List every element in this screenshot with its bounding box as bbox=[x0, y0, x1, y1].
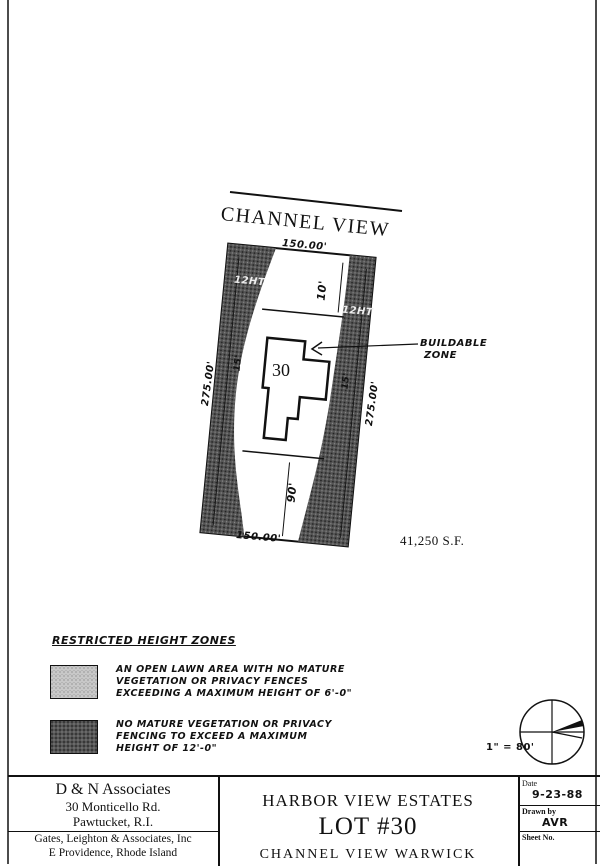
lot-area: 41,250 S.F. bbox=[400, 533, 465, 548]
lot-number: 30 bbox=[272, 360, 290, 380]
project-name: HARBOR VIEW ESTATES bbox=[262, 791, 474, 810]
firm-name: D & N Associates bbox=[55, 781, 171, 798]
street-line bbox=[229, 191, 403, 212]
front-setback-dimension: 10' bbox=[314, 279, 330, 302]
site-plan-drawing bbox=[199, 191, 419, 548]
rear-setback-dimension: 90' bbox=[284, 481, 300, 504]
engineer-name: Gates, Leighton & Associates, Inc bbox=[34, 833, 192, 845]
firm-divider bbox=[8, 831, 218, 832]
meta-box: Date 9-23-88 Drawn by AVR Sheet No. bbox=[518, 777, 600, 866]
legend-title: RESTRICTED HEIGHT ZONES bbox=[52, 634, 236, 647]
drawn-by-value: AVR bbox=[542, 816, 569, 829]
legend-swatch-light bbox=[50, 665, 98, 699]
title-block: D & N Associates 30 Monticello Rd. Pawtu… bbox=[8, 775, 600, 866]
legend-dark-line-1: NO MATURE VEGETATION OR PRIVACY bbox=[116, 719, 332, 730]
date-value: 9-23-88 bbox=[532, 788, 583, 801]
legend-item-dark-text: NO MATURE VEGETATION OR PRIVACY FENCING … bbox=[116, 719, 332, 755]
legend-light-line-2: VEGETATION OR PRIVACY FENCES bbox=[116, 676, 309, 687]
buildable-zone-label-2: ZONE bbox=[424, 350, 457, 361]
right-height-zone bbox=[297, 255, 376, 547]
legend-dark-line-2: FENCING TO EXCEED A MAXIMUM bbox=[116, 731, 308, 742]
legend-light-line-3: EXCEEDING A MAXIMUM HEIGHT OF 6'-0" bbox=[116, 688, 353, 699]
drawn-by-label: Drawn by bbox=[522, 807, 557, 816]
drawing-subtitle: CHANNEL VIEW WARWICK bbox=[259, 847, 477, 862]
firm-address-2: Pawtucket, R.I. bbox=[72, 814, 154, 829]
lot-title: LOT #30 bbox=[318, 813, 418, 840]
house-footprint bbox=[261, 336, 331, 442]
engineer-address: E Providence, Rhode Island bbox=[48, 847, 178, 859]
legend-swatch-dark bbox=[50, 720, 98, 754]
firm-box: D & N Associates 30 Monticello Rd. Pawtu… bbox=[8, 777, 220, 866]
firm-address-1: 30 Monticello Rd. bbox=[65, 799, 161, 814]
side-setback-right: 15' bbox=[340, 372, 353, 390]
drawing-scale: 1" = 80' bbox=[486, 742, 535, 753]
legend-light-line-1: AN OPEN LAWN AREA WITH NO MATURE bbox=[116, 664, 345, 675]
project-box: HARBOR VIEW ESTATES LOT #30 CHANNEL VIEW… bbox=[218, 777, 520, 866]
buildable-zone-label-1: BUILDABLE bbox=[420, 338, 488, 349]
side-setback-left: 15' bbox=[232, 354, 245, 372]
date-label: Date bbox=[522, 779, 538, 788]
sheet-number-label: Sheet No. bbox=[522, 833, 555, 842]
buildable-arrow-icon bbox=[310, 341, 323, 356]
lot-outline bbox=[199, 242, 377, 548]
legend-item-light-text: AN OPEN LAWN AREA WITH NO MATURE VEGETAT… bbox=[116, 664, 352, 700]
legend-dark-line-3: HEIGHT OF 12'-0" bbox=[116, 743, 218, 754]
north-arrow-icon bbox=[519, 699, 585, 765]
